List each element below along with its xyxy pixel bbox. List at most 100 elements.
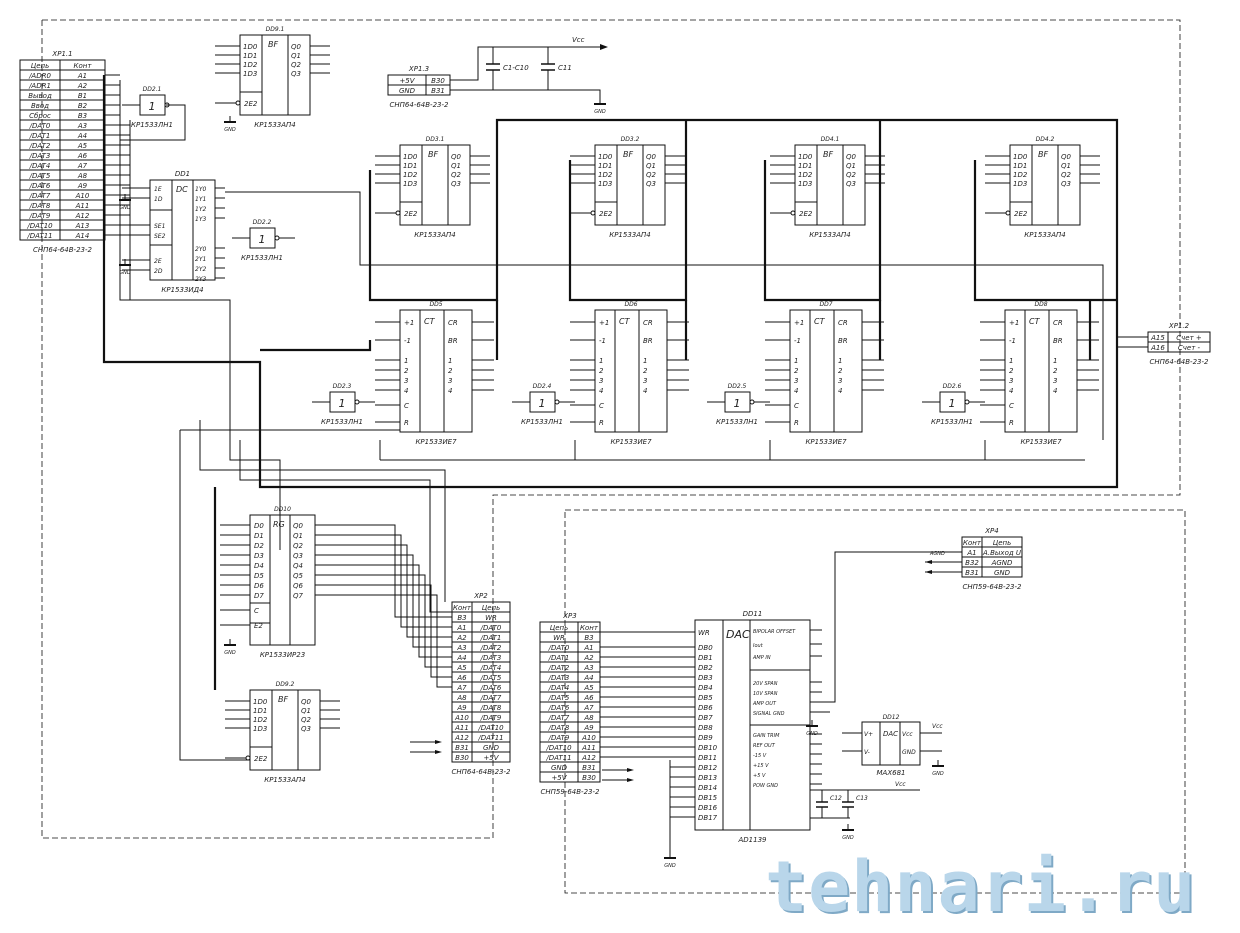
counter-dd6-pin-out: 4: [643, 387, 647, 395]
dd11-pin-in: WR: [698, 629, 710, 637]
dd1-pin-out: 1Y1: [195, 196, 206, 203]
buffer-dd4-1-pin-in: 1D2: [798, 171, 813, 179]
counter-dd8-pin-in: C: [1009, 402, 1014, 410]
buffer-dd3-2-pin-in: 1D1: [598, 162, 612, 170]
xp11-cell: /DAT8: [29, 202, 51, 210]
counter-dd5-pin-in: 3: [404, 377, 408, 385]
xp12-title: XP1.2: [1168, 322, 1190, 330]
buffer-dd9-1-pin-in: 1D1: [243, 52, 257, 60]
wire: [179, 430, 250, 761]
buffer-dd9-2-part: КР1533АП4: [264, 776, 306, 784]
dd10-pin-out: Q4: [293, 562, 303, 570]
inversion-bubble: [790, 210, 796, 216]
buffer-dd4-1-pin-out: Q1: [846, 162, 856, 170]
inversion-bubble: [395, 210, 401, 216]
xp3-part: СНП59-64В-23-2: [541, 788, 601, 796]
counter-dd8-pin-out: 4: [1053, 387, 1057, 395]
counter-dd5-pin-in: 4: [404, 387, 408, 395]
data-bus: [973, 160, 1117, 302]
dd11-pin-in: DB0: [698, 644, 713, 652]
counter-dd5-pin-in: 2: [404, 367, 409, 375]
xp11-title: XP1.1: [51, 50, 72, 58]
wire: [315, 584, 452, 678]
buffer-dd9-2-pin-in: 1D2: [253, 716, 268, 724]
buffer-dd3-1-pin-in: 1D3: [403, 180, 417, 188]
dd1-pin-in: SE2: [154, 233, 166, 240]
counter-dd8-pin-in: 1: [1009, 357, 1013, 365]
ground-label: GND: [664, 863, 676, 869]
wire: [225, 191, 1104, 440]
xp11-cell: Цепь: [31, 62, 49, 70]
buffer-dd9-1-pin-in: 1D0: [243, 43, 258, 51]
xp11-cell: /DAT3: [29, 152, 51, 160]
xp4-cell: Цепь: [993, 539, 1011, 547]
buffer-dd4-2-pin-out: Q3: [1061, 180, 1071, 188]
xp3-cell: A12: [581, 754, 596, 762]
xp11-cell: A6: [77, 152, 88, 160]
buffer-dd3-1-part: КР1533АП4: [414, 231, 456, 239]
counter-dd8-body: [1004, 309, 1078, 433]
xp3-cell: /DAT9: [548, 734, 570, 742]
inverter-dd2-1-ref: DD2.1: [143, 86, 162, 93]
arrow-icon: [435, 740, 442, 744]
xp2-cell: /DAT6: [480, 684, 502, 692]
ground-label: GND: [224, 127, 236, 133]
xp3-cell: A7: [583, 704, 594, 712]
dd11-type: DAC: [726, 628, 750, 641]
xp12-cell: A15: [1150, 334, 1165, 342]
xp2-cell: A6: [456, 674, 467, 682]
buffer-dd3-1-pin-in: 1D2: [403, 171, 418, 179]
xp11-cell: A12: [75, 212, 90, 220]
xp3-title: XP3: [562, 612, 576, 620]
xp13-cell: +5V: [399, 77, 415, 85]
xp4-cell: AGND: [991, 559, 1013, 567]
xp12-cell: Счет +: [1176, 334, 1202, 342]
buffer-dd4-2-pin-in: 1D1: [1013, 162, 1027, 170]
dd1-pin-out: 2Y1: [195, 256, 206, 263]
dd1-pin-out: 1Y2: [195, 206, 206, 213]
dd10-pin-out: Q0: [293, 522, 304, 530]
buffer-dd4-2-pin-in: 1D2: [1013, 171, 1028, 179]
counter-dd7-pin-out: 2: [838, 367, 843, 375]
dd1-ref: DD1: [175, 170, 190, 178]
buffer-dd9-2-type: BF: [278, 695, 288, 704]
xp11-cell: /DAT5: [29, 172, 51, 180]
dd1-body: [149, 179, 216, 281]
xp11-cell: A11: [75, 202, 90, 210]
counter-dd7-pin-out: 3: [838, 377, 842, 385]
buffer-dd9-2-pin-out: Q2: [301, 716, 312, 724]
buffer-dd3-1-body: [399, 144, 471, 226]
wire: [315, 544, 452, 638]
dd10-body: [249, 514, 316, 646]
buffer-dd9-2-pin-out: Q1: [301, 707, 311, 715]
data-bus: [568, 120, 688, 302]
buffer-dd3-2-pin-in: 1D3: [598, 180, 612, 188]
dd11-pin-in: DB1: [698, 654, 713, 662]
inversion-bubble: [354, 399, 360, 405]
counter-dd6-pin-in: 3: [599, 377, 603, 385]
buffer-dd3-1-pin-out: Q2: [451, 171, 462, 179]
xp4-cell: A1: [966, 549, 976, 557]
xp11-cell: B1: [78, 92, 87, 100]
xp2-cell: A5: [456, 664, 467, 672]
xp11-cell: B2: [78, 102, 88, 110]
counter-dd8-part: КР1533ИЕ7: [1020, 438, 1062, 446]
xp12-part: СНП64-64В-23-2: [1150, 358, 1210, 366]
buffer-dd3-1-pin-out: Q3: [451, 180, 461, 188]
buffer-dd4-1-pin-enable: 2E2: [799, 210, 813, 218]
dd1-pin-out: 2Y3: [195, 276, 206, 283]
xp2-cell: /DAT5: [480, 674, 502, 682]
watermark: tehnari.ru: [765, 846, 1197, 928]
vcc-label: Vcc: [932, 723, 943, 730]
dd11-pin-out: AMP IN: [752, 655, 771, 661]
ground-label: GND: [842, 835, 854, 841]
counter-dd8-pin-out: CR: [1053, 319, 1063, 327]
xp2-cell: /DAT9: [480, 714, 502, 722]
capacitor-label: C12: [830, 795, 842, 802]
buffer-dd4-2-part: КР1533АП4: [1024, 231, 1066, 239]
counter-dd5-part: КР1533ИЕ7: [415, 438, 457, 446]
xp11-cell: A9: [77, 182, 88, 190]
xp13-cell: B30: [431, 77, 445, 85]
dd11-pin-out: Iout: [753, 643, 764, 649]
